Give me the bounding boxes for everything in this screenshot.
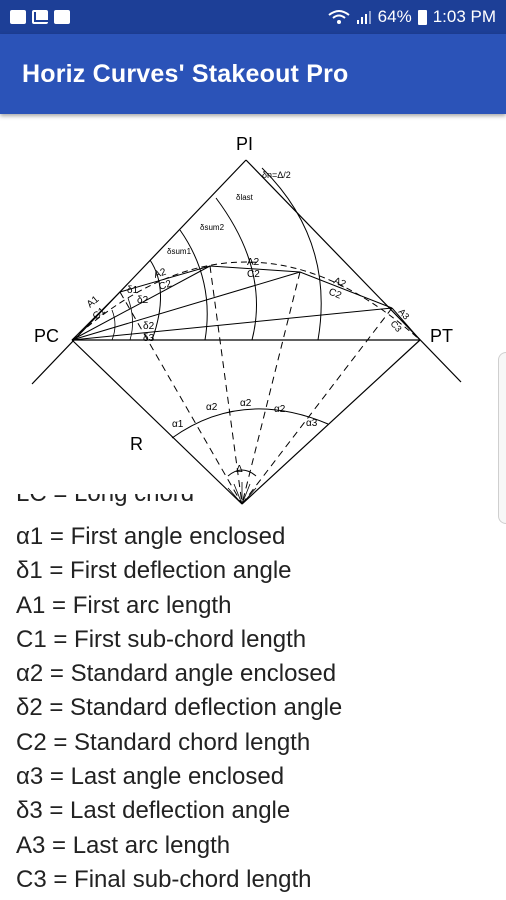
a2-label-3: A2 bbox=[332, 276, 348, 291]
legend-item: α2 = Standard angle enclosed bbox=[16, 660, 337, 688]
facebook-icon bbox=[10, 10, 26, 24]
status-icons-left bbox=[10, 10, 70, 24]
delta-last-label: δlast bbox=[236, 193, 254, 202]
delta-sum1-label: δsum1 bbox=[167, 247, 192, 256]
pi-label: PI bbox=[236, 134, 253, 154]
forward-tangent bbox=[245, 159, 462, 383]
d1-label: δ1 bbox=[127, 285, 139, 296]
signal-icon bbox=[356, 11, 371, 24]
clock: 1:03 PM bbox=[432, 7, 496, 26]
c2-label-3: C2 bbox=[327, 287, 343, 302]
mail-icon bbox=[32, 10, 48, 24]
deflection-arc-last bbox=[261, 167, 322, 341]
radius-pt bbox=[241, 339, 421, 505]
legend-item-partial: LC = Long chord bbox=[16, 494, 496, 520]
legend-item: A3 = Last arc length bbox=[16, 831, 231, 859]
radius-pc bbox=[71, 339, 243, 505]
status-icons-right: 64% 1:03 PM bbox=[328, 7, 496, 27]
legend-item: C1 = First sub-chord length bbox=[16, 625, 307, 653]
delta-label: Δ bbox=[236, 464, 243, 475]
delta-arc bbox=[227, 469, 257, 477]
legend-item: δ3 = Last deflection angle bbox=[16, 797, 291, 825]
a3-label: A3 bbox=[397, 307, 412, 322]
circular-curve bbox=[71, 261, 421, 341]
curve-diagram: PI PC PT R δn=Δ/2 δlast δsum2 δsum1 A1 C… bbox=[31, 134, 462, 505]
legend-item: δ1 = First deflection angle bbox=[16, 557, 292, 585]
legend-item: A1 = First arc length bbox=[16, 591, 232, 619]
radius-point4 bbox=[241, 307, 393, 505]
legend-item: C2 = Standard chord length bbox=[16, 728, 311, 756]
delta-n-label: δn=Δ/2 bbox=[262, 170, 291, 180]
chord-to-point3 bbox=[71, 271, 301, 341]
d2-label-1: δ2 bbox=[137, 295, 149, 306]
diagram-labels: PI PC PT R δn=Δ/2 δlast δsum2 δsum1 A1 C… bbox=[34, 134, 453, 475]
c2-label-1: C2 bbox=[158, 278, 174, 293]
gallery-icon bbox=[54, 10, 70, 24]
c2-label-2: C2 bbox=[247, 269, 260, 280]
pt-label: PT bbox=[430, 326, 453, 346]
alpha2-label-1: α2 bbox=[206, 402, 218, 413]
d2-label-2: δ2 bbox=[143, 321, 155, 332]
app-title: Horiz Curves' Stakeout Pro bbox=[22, 59, 349, 88]
chord-to-point4 bbox=[71, 307, 393, 341]
legend-item: C3 = Final sub-chord length bbox=[16, 865, 312, 893]
chord-c1 bbox=[71, 291, 121, 341]
scroll-handle[interactable] bbox=[498, 352, 506, 524]
battery-percent: 64% bbox=[377, 7, 412, 26]
radius-point1 bbox=[119, 291, 243, 505]
small-arc-2 bbox=[127, 297, 133, 341]
chord-to-point2 bbox=[71, 265, 211, 341]
chord-c3 bbox=[391, 307, 421, 341]
alpha2-label-2: α2 bbox=[240, 398, 252, 409]
legend-item: α1 = First angle enclosed bbox=[16, 523, 286, 550]
app-bar: Horiz Curves' Stakeout Pro bbox=[0, 34, 506, 114]
legend-list: LC = Long chord α1 = First angle enclose… bbox=[16, 494, 496, 897]
a2-label-2: A2 bbox=[247, 257, 260, 268]
battery-icon bbox=[417, 9, 427, 25]
d3-label: δ3 bbox=[143, 333, 155, 344]
deflection-arc-1 bbox=[149, 259, 161, 341]
alpha3-label: α3 bbox=[306, 418, 318, 429]
alpha1-label: α1 bbox=[172, 419, 184, 430]
radius-point3 bbox=[241, 271, 301, 505]
delta-sum2-label: δsum2 bbox=[200, 223, 225, 232]
legend-item: δ2 = Standard deflection angle bbox=[16, 694, 343, 722]
a2-label-1: A2 bbox=[153, 266, 168, 280]
center-rays bbox=[227, 482, 257, 505]
back-tangent bbox=[31, 159, 247, 385]
deflection-arc-2 bbox=[179, 229, 208, 341]
pc-label: PC bbox=[34, 326, 59, 346]
alpha2-label-3: α2 bbox=[274, 404, 286, 415]
legend-partial-text: LC = Long chord bbox=[16, 494, 194, 508]
deflection-arc-3 bbox=[215, 197, 257, 341]
status-bar: 64% 1:03 PM bbox=[0, 0, 506, 34]
legend-item: α3 = Last angle enclosed bbox=[16, 763, 285, 791]
r-label: R bbox=[130, 434, 143, 454]
small-arc-1 bbox=[111, 309, 116, 341]
radius-point2 bbox=[209, 265, 243, 505]
wifi-icon bbox=[328, 10, 350, 24]
center-angle-arc bbox=[171, 408, 329, 439]
